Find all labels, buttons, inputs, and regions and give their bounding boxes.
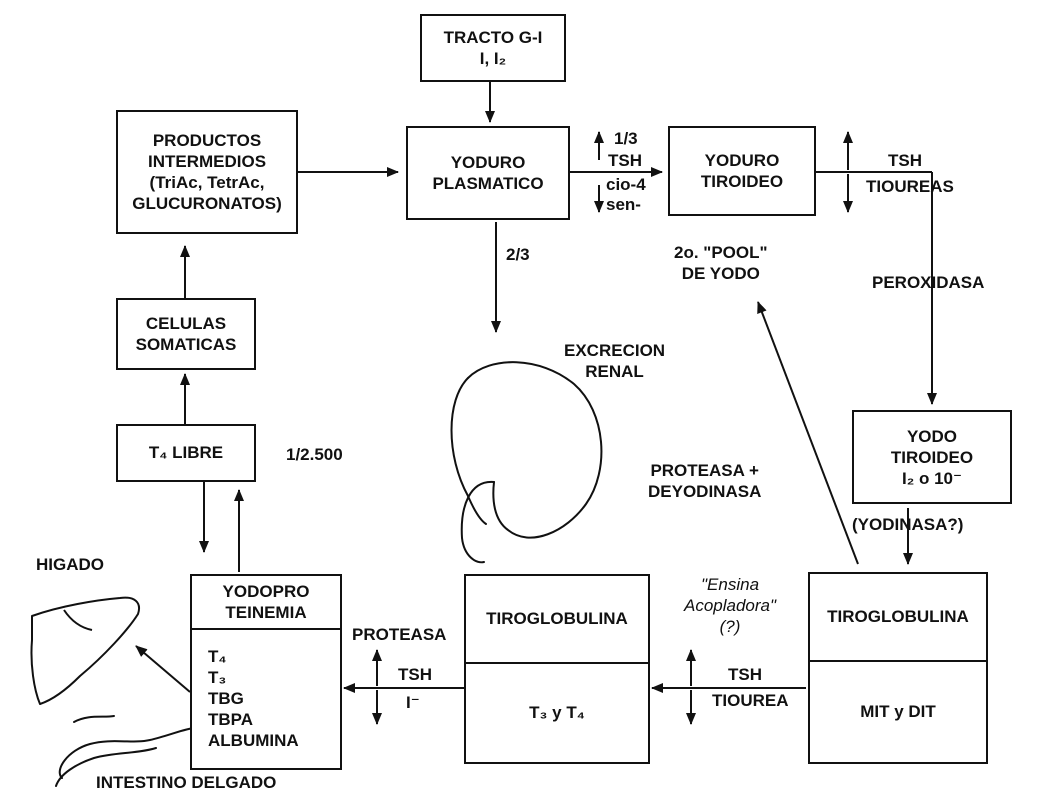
tiroglobulina-right-header: TIROGLOBULINA xyxy=(810,574,986,662)
arrow-tiroglobulina-to-pool xyxy=(757,301,859,565)
yodo-tiroideo-box: YODO TIROIDEO I₂ o 10⁻ xyxy=(852,410,1012,504)
label-intestino-delgado: INTESTINO DELGADO xyxy=(96,773,277,792)
label-ratio: 1/2.500 xyxy=(286,445,343,464)
yodoproteinemia-body: T₄ T₃ TBG TBPA ALBUMINA xyxy=(208,646,299,750)
yoduro-tiroideo-label: YODURO TIROIDEO xyxy=(700,151,784,191)
t4-libre-label: T₄ LIBRE xyxy=(148,443,224,462)
label-yodinasa: (YODINASA?) xyxy=(852,515,964,534)
label-excrecion-renal: EXCRECION RENAL xyxy=(564,341,666,381)
tiroglobulina-middle-box: TIROGLOBULINA T₃ y T₄ xyxy=(464,574,650,764)
label-tsh-top: TSH xyxy=(608,151,642,170)
label-tsh-left: TSH xyxy=(398,665,432,684)
celulas-somaticas-label: CELULAS SOMATICAS xyxy=(135,314,237,354)
intestine-drawing xyxy=(55,715,197,787)
tiroglobulina-middle-body: T₃ y T₄ xyxy=(529,702,585,722)
tiroglobulina-right-box: TIROGLOBULINA MIT y DIT xyxy=(808,572,988,764)
yoduro-plasmatico-box: YODURO PLASMATICO xyxy=(406,126,570,220)
label-tioureas: TIOUREAS xyxy=(866,177,954,196)
tracto-gi-box: TRACTO G-I I, I₂ xyxy=(420,14,566,82)
celulas-somaticas-box: CELULAS SOMATICAS xyxy=(116,298,256,370)
label-peroxidasa: PEROXIDASA xyxy=(872,273,985,292)
yodoproteinemia-header: YODOPRO TEINEMIA xyxy=(192,576,340,630)
tracto-gi-label: TRACTO G-I I, I₂ xyxy=(443,28,543,68)
label-iodide: I⁻ xyxy=(406,693,420,712)
label-tsh-mid: TSH xyxy=(728,665,762,684)
label-ensina-acopladora: "Ensina Acopladora" (?) xyxy=(684,575,777,636)
liver-drawing xyxy=(30,596,140,705)
label-proteasa-deyodinasa: PROTEASA + DEYODINASA xyxy=(648,461,762,501)
tiroglobulina-right-body: MIT y DIT xyxy=(860,701,936,721)
yoduro-tiroideo-box: YODURO TIROIDEO xyxy=(668,126,816,216)
label-pool: 2o. "POOL" DE YODO xyxy=(674,243,768,283)
label-proteasa: PROTEASA xyxy=(352,625,447,644)
productos-intermedios-box: PRODUCTOS INTERMEDIOS (TriAc, TetrAc, GL… xyxy=(116,110,298,234)
label-sen: sen- xyxy=(606,195,641,214)
label-one-third: 1/3 xyxy=(614,129,638,148)
label-tsh-right: TSH xyxy=(888,151,922,170)
kidney-drawing xyxy=(450,361,603,564)
yodoproteinemia-box: YODOPRO TEINEMIA T₄ T₃ TBG TBPA ALBUMINA xyxy=(190,574,342,770)
t4-libre-box: T₄ LIBRE xyxy=(116,424,256,482)
yoduro-plasmatico-label: YODURO PLASMATICO xyxy=(432,153,544,193)
yodo-tiroideo-label: YODO TIROIDEO I₂ o 10⁻ xyxy=(890,426,974,488)
productos-intermedios-label: PRODUCTOS INTERMEDIOS (TriAc, TetrAc, GL… xyxy=(132,131,282,213)
arrow-yodopro-to-higado xyxy=(135,645,191,693)
tiroglobulina-middle-header: TIROGLOBULINA xyxy=(466,576,648,664)
label-cio4: cio-4 xyxy=(606,175,646,194)
label-tiourea: TIOUREA xyxy=(712,691,789,710)
label-higado: HIGADO xyxy=(36,555,104,574)
label-two-thirds: 2/3 xyxy=(506,245,530,264)
